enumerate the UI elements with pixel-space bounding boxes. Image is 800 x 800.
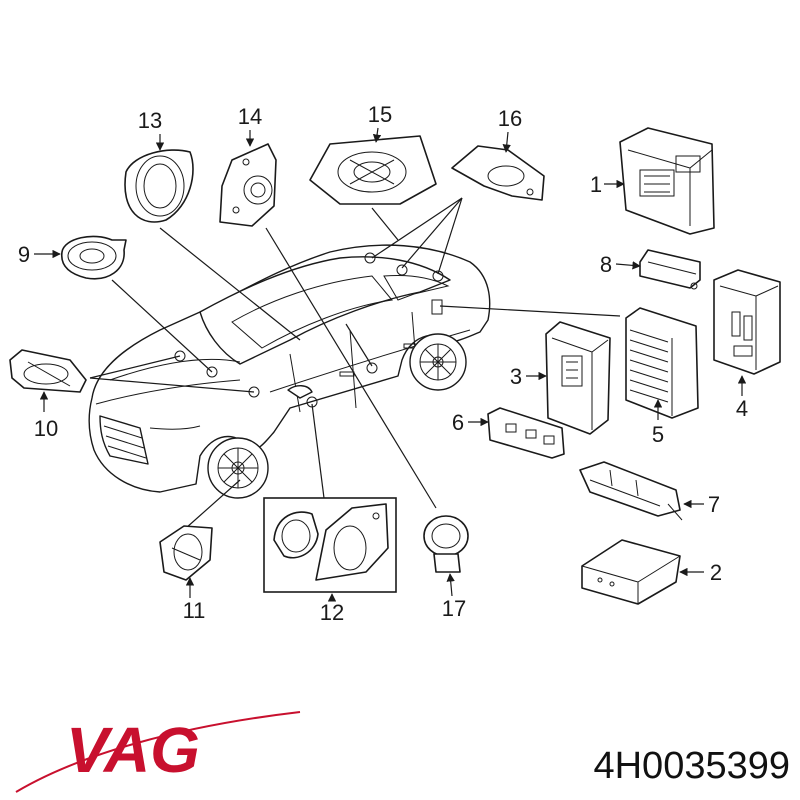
callout-16: 16 (498, 106, 522, 153)
part-3-control-unit (545, 321, 611, 435)
brand-name: VAG (66, 714, 200, 786)
callout-6: 6 (452, 410, 489, 435)
part-4-control-module (713, 269, 781, 375)
callout-9: 9 (18, 242, 61, 267)
callout-11-label: 11 (183, 598, 206, 623)
part-16-rear-speaker (451, 145, 545, 201)
part-8-module (639, 249, 701, 290)
callout-15: 15 (368, 102, 392, 143)
callout-2-label: 2 (710, 560, 722, 585)
callout-5: 5 (652, 399, 664, 447)
callout-1-label: 1 (590, 172, 602, 197)
callout-12: 12 (320, 593, 344, 625)
part-13-tweeter-trim (124, 149, 194, 223)
callout-8: 8 (600, 252, 641, 277)
callout-17-label: 17 (442, 596, 466, 621)
part-15-subwoofer (309, 135, 437, 205)
callout-14: 14 (238, 104, 262, 147)
callout-2: 2 (679, 560, 722, 585)
callout-4: 4 (736, 375, 748, 421)
callout-14-label: 14 (238, 104, 262, 129)
part-11-speaker-trim (159, 525, 213, 581)
callout-3: 3 (510, 364, 547, 389)
callout-8-label: 8 (600, 252, 612, 277)
callout-1: 1 (590, 172, 625, 197)
leader-lines (89, 197, 621, 529)
part-number: 4H0035399 (593, 745, 790, 787)
part-1-control-unit (619, 127, 715, 235)
callout-6-label: 6 (452, 410, 464, 435)
part-14-speaker-bracket (219, 143, 277, 227)
part-9-door-speaker (61, 235, 127, 280)
callout-7: 7 (683, 492, 720, 517)
callout-11: 11 (183, 577, 206, 623)
callout-3-label: 3 (510, 364, 522, 389)
part-17-tweeter (423, 515, 469, 573)
callout-4-label: 4 (736, 396, 748, 421)
callout-9-label: 9 (18, 242, 30, 267)
car-illustration (88, 244, 491, 499)
callout-10-label: 10 (34, 416, 58, 441)
brand-logo: VAG (15, 711, 301, 793)
callout-5-label: 5 (652, 422, 664, 447)
part-6-mounting-bracket (487, 407, 565, 459)
part-5-amplifier (625, 307, 699, 419)
callout-13: 13 (138, 108, 165, 151)
callout-7-label: 7 (708, 492, 720, 517)
part-12-speaker-assembly (263, 497, 397, 593)
part-2-module-box (581, 539, 681, 605)
callout-17: 17 (442, 573, 466, 621)
callout-13-label: 13 (138, 108, 162, 133)
callout-12-label: 12 (320, 600, 344, 625)
callout-16-label: 16 (498, 106, 522, 131)
callout-10: 10 (34, 391, 58, 441)
part-10-speaker-bracket (9, 349, 87, 393)
callout-15-label: 15 (368, 102, 392, 127)
part-7-bracket (579, 461, 683, 521)
